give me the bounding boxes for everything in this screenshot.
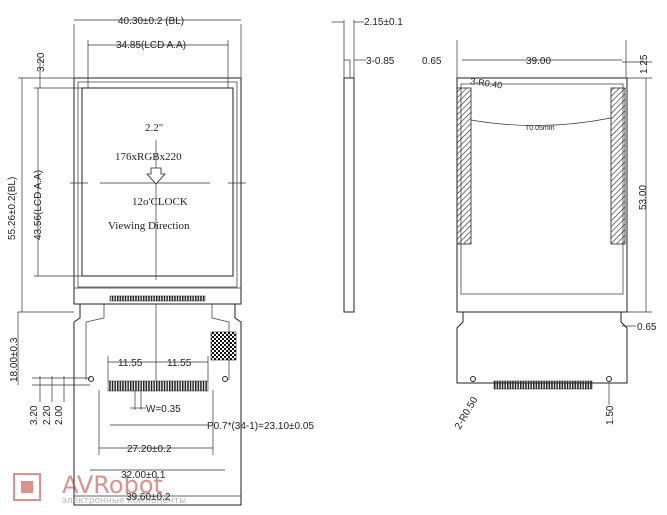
top-offset-label: 3.20 bbox=[36, 52, 47, 72]
side-view: 2.15±0.1 3-0.85 bbox=[332, 17, 403, 313]
back-outline bbox=[456, 77, 628, 313]
front-view: 40.30±0.2 (BL) 34.85(LCD A.A) 55.26±0.2(… bbox=[7, 16, 314, 506]
pitch-label: P0.7*(34-1)=23.10±0.05 bbox=[207, 421, 314, 432]
resolution-label: 176xRGBx220 bbox=[115, 151, 182, 163]
back-width-label: 39.00 bbox=[526, 56, 551, 67]
back-view: T0.05mm 0.65 39.00 1.25 3-R0.40 53.00 0.… bbox=[422, 40, 657, 432]
back-height-label: 53.00 bbox=[638, 185, 649, 210]
tape-note-label: T0.05mm bbox=[525, 125, 555, 132]
back-offset-left-label: 0.65 bbox=[422, 56, 442, 67]
fpc-tail bbox=[73, 304, 242, 506]
fpc-outer-label: 39.60±0.2 bbox=[126, 492, 171, 503]
viewing-direction-label: Viewing Direction bbox=[108, 220, 190, 232]
left-tape-strip bbox=[456, 87, 472, 245]
right-tape-strip bbox=[610, 87, 626, 245]
glass-label: 3-0.85 bbox=[366, 56, 395, 67]
watermark: AVRobot электронные компоненты bbox=[13, 471, 186, 506]
back-holes-label: 2-R0.50 bbox=[453, 395, 481, 432]
front-connector-strip bbox=[109, 295, 206, 302]
chip-logo-icon bbox=[13, 473, 41, 501]
orientation-label: 12o'CLOCK bbox=[132, 196, 188, 208]
lcd-aa-width-label: 34.85(LCD A.A) bbox=[116, 40, 186, 51]
dim-320-label: 3.20 bbox=[29, 405, 40, 425]
fpc-length-label: 18.00±0.3 bbox=[9, 337, 20, 382]
fpc-mid-label: 32.00±0.1 bbox=[121, 470, 166, 481]
fpc-component bbox=[210, 331, 237, 361]
viewing-arrow-icon bbox=[146, 167, 166, 185]
thickness-label: 2.15±0.1 bbox=[364, 17, 403, 28]
bl-height-label: 55.26±0.2(BL) bbox=[7, 177, 18, 240]
back-radius-label: 3-R0.40 bbox=[470, 76, 503, 90]
back-fpc-tail bbox=[456, 312, 628, 384]
lcd-aa-height-label: 43.56(LCD A.A) bbox=[33, 170, 44, 240]
watermark-tagline: электронные компоненты bbox=[62, 496, 186, 506]
fpc-pin-row bbox=[107, 380, 209, 392]
back-hole-offset-label: 1.50 bbox=[605, 405, 616, 425]
dim-200-label: 2.00 bbox=[54, 405, 65, 425]
left-pad-label: 11.55 bbox=[118, 358, 143, 369]
back-pin-row bbox=[493, 380, 593, 390]
lcd-active-area bbox=[81, 87, 234, 277]
dim-220-label: 2.20 bbox=[42, 405, 53, 425]
bl-width-label: 40.30±0.2 (BL) bbox=[118, 16, 184, 27]
back-tape-label: 0.65 bbox=[637, 322, 657, 333]
pin-width-label: W=0.35 bbox=[146, 404, 181, 415]
front-bl-outline bbox=[73, 77, 242, 305]
watermark-brand: AVRobot bbox=[62, 471, 163, 499]
size-label: 2.2" bbox=[145, 122, 163, 134]
right-pad-label: 11.55 bbox=[167, 358, 192, 369]
back-top-label: 1.25 bbox=[639, 54, 650, 74]
side-body bbox=[343, 77, 355, 313]
fpc-inner-label: 27.20±0.2 bbox=[127, 444, 172, 455]
front-frame bbox=[77, 81, 238, 288]
